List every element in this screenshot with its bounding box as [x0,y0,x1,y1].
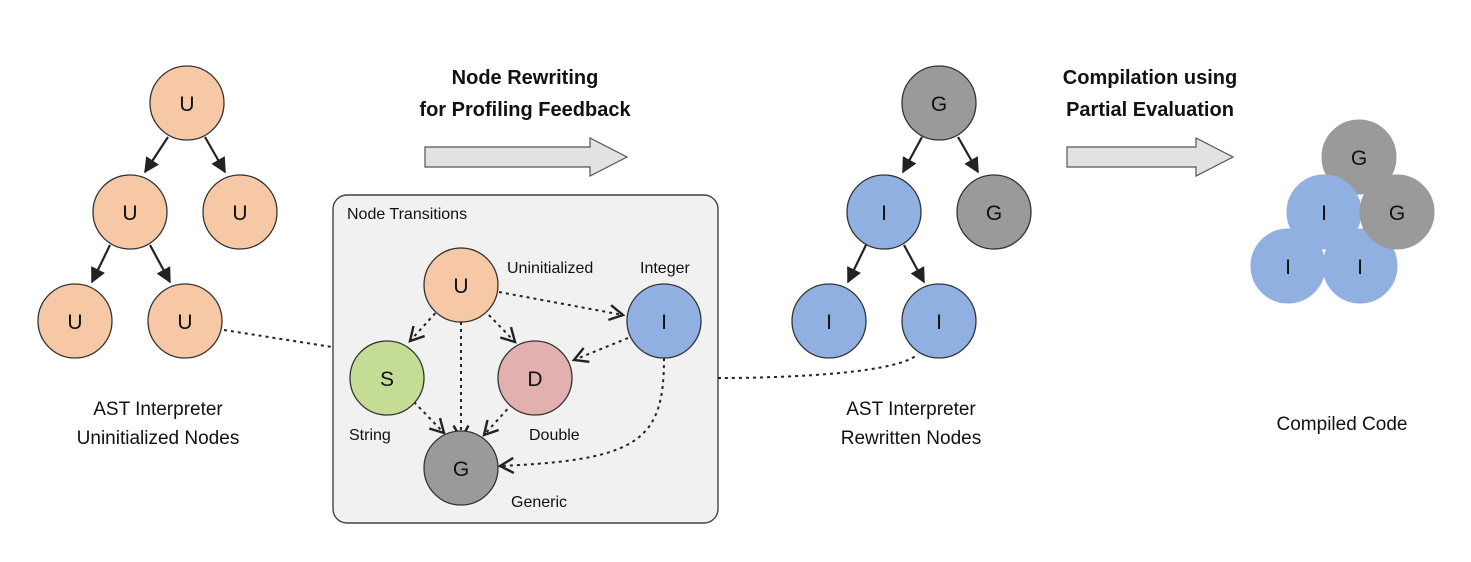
rewriting-title-line: for Profiling Feedback [419,99,631,121]
caption-line: AST Interpreter [846,399,976,420]
caption-line: AST Interpreter [93,399,223,420]
transition-edge [497,357,665,474]
dotted-connector [223,329,333,348]
tree-node: G [956,174,1032,250]
node-transitions-panel: Node Transitions U Uninitialized I Integ… [332,194,719,524]
tree-node: U [147,283,223,359]
transition-edge [408,307,441,343]
ast-uninitialized-tree: U U U U U AST Interpreter Uninitialized … [37,65,278,449]
panel-title: Node Transitions [347,206,467,223]
svg-text:G: G [453,458,469,481]
compiled-node-label: G [1351,147,1367,170]
tree-edge [903,244,925,284]
tree-node: G [901,65,977,141]
tree-node: U [202,174,278,250]
state-name: Double [529,427,580,444]
tree-edge [902,136,923,174]
svg-text:I: I [661,311,667,334]
compiled-node-label: G [1389,202,1405,225]
state-uninitialized: U Uninitialized [423,247,593,323]
svg-text:G: G [986,202,1002,225]
svg-text:I: I [826,311,832,334]
transition-edge [483,309,517,344]
compiled-node-shape [1322,228,1398,304]
compiled-node-shape [1321,119,1397,195]
svg-text:I: I [936,311,942,334]
svg-text:U: U [122,202,137,225]
svg-text:U: U [179,93,194,116]
state-name: Generic [511,494,567,511]
compilation-title-line: Compilation using [1063,67,1237,89]
compilation-title-line: Partial Evaluation [1066,99,1234,121]
tree-edge [144,136,169,174]
svg-text:U: U [232,202,247,225]
rewriting-step: Node Rewriting for Profiling Feedback [419,67,631,177]
caption-line: Uninitialized Nodes [77,428,240,449]
tree-edge [149,244,171,284]
state-generic: G Generic [423,430,567,511]
transition-edge [571,337,629,364]
state-integer: I Integer [626,260,702,359]
compilation-step: Compilation using Partial Evaluation [1063,67,1237,177]
svg-text:U: U [67,311,82,334]
svg-text:U: U [177,311,192,334]
caption-line: Compiled Code [1277,414,1408,435]
tree-edge [847,244,867,284]
compiled-node-label: I [1321,202,1327,225]
compiled-node-shape [1359,174,1435,250]
dotted-connector [717,353,919,379]
transition-edge [498,291,626,322]
tree-node: I [901,283,977,359]
state-double: D Double [497,340,580,444]
rewriting-title-line: Node Rewriting [452,67,599,89]
svg-text:D: D [527,368,542,391]
tree-node: I [791,283,867,359]
tree-node: U [92,174,168,250]
state-name: String [349,427,391,444]
ast-rewritten-tree: G I G I I AST Interpreter Rewritten Node… [791,65,1032,449]
tree-edge [91,244,111,284]
tree-node: I [846,174,922,250]
tree-edge [204,136,226,174]
tree-node: U [37,283,113,359]
state-string: S String [349,340,425,444]
state-name: Uninitialized [507,260,593,277]
compiled-node-label: I [1357,256,1363,279]
transition-edge [413,401,446,435]
tree-node: U [149,65,225,141]
tree-edge [957,136,979,174]
compiled-node-label: I [1285,256,1291,279]
right-arrow-shape [424,137,629,177]
svg-text:I: I [881,202,887,225]
svg-text:G: G [931,93,947,116]
state-name: Integer [640,260,690,277]
svg-text:U: U [453,275,468,298]
caption-line: Rewritten Nodes [841,428,981,449]
svg-text:S: S [380,368,394,391]
right-arrow-shape [1066,137,1235,177]
compiled-code-cluster: G G I I I Compiled Code [1250,119,1435,435]
